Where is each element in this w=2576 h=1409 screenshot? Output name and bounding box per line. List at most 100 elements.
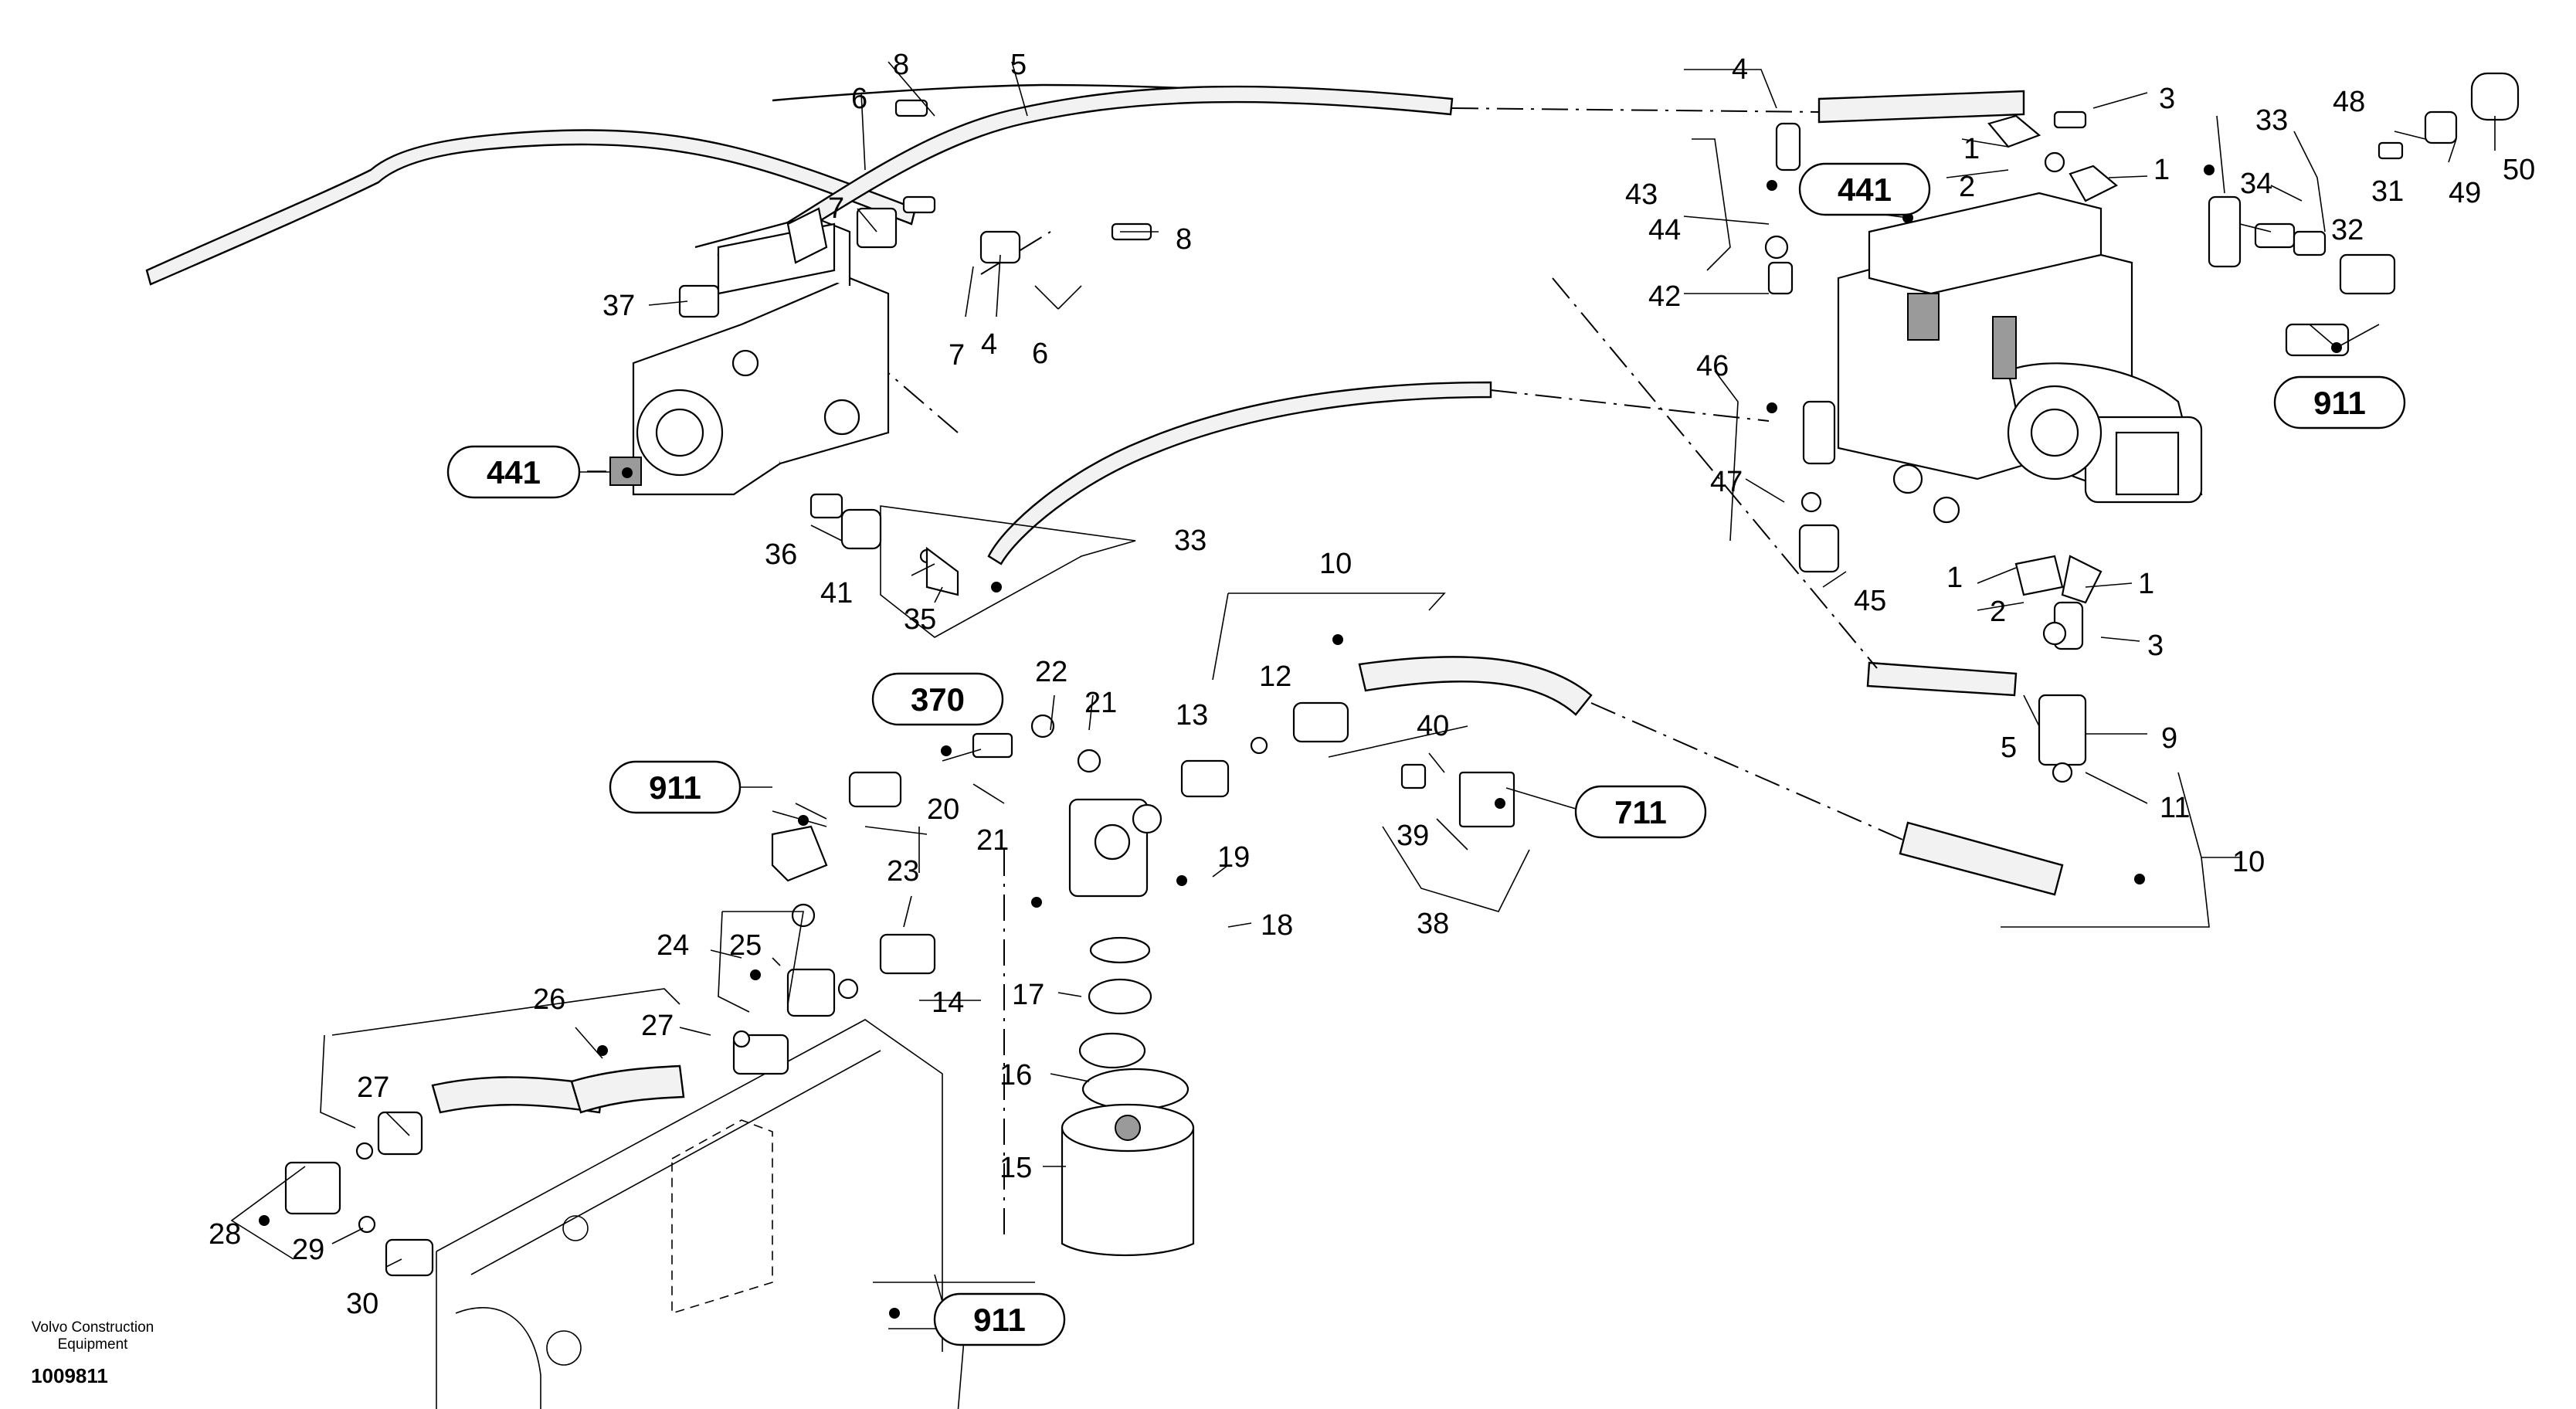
part-labels: 1 1 1 1 2 2 3 3 4 4 5 5 6 6 7 7 8 8 9 10… [209,49,2535,1320]
label-6: 6 [1032,338,1048,370]
footer: Volvo Construction Equipment 1009811 [31,1319,154,1387]
label-4: 4 [1732,53,1748,86]
svg-text:711: 711 [1614,794,1667,830]
label-23: 23 [887,855,919,888]
connector-lines [849,107,1909,1236]
label-29: 29 [292,1234,324,1266]
label-28: 28 [209,1218,241,1251]
label-3: 3 [2159,83,2175,115]
label-43: 43 [1625,178,1658,211]
label-36: 36 [765,538,797,571]
leader-lines [230,61,2496,1409]
svg-text:441: 441 [1838,171,1892,208]
label-30: 30 [346,1288,378,1320]
label-1: 1 [1946,562,1963,594]
hoses [145,83,2064,1114]
ref-711[interactable]: 711 [1574,785,1707,839]
label-13: 13 [1176,699,1208,732]
label-47: 47 [1710,466,1743,498]
label-42: 42 [1648,280,1681,313]
label-1: 1 [2138,568,2154,600]
ref-370[interactable]: 370 [871,672,1004,726]
label-25: 25 [729,929,762,962]
tank [436,1019,943,1409]
label-38: 38 [1417,908,1449,940]
hose-10-mid [1358,656,1593,716]
label-21: 21 [976,824,1009,857]
label-7: 7 [828,192,844,225]
hydraulic-pump-right [1837,192,2203,524]
label-40: 40 [1417,710,1449,742]
label-45: 45 [1854,585,1886,617]
ref-911-left[interactable]: 911 [609,760,772,814]
ref-911-bottom[interactable]: 911 [933,1292,1066,1346]
reference-callouts: 441 441 911 911 911 370 711 [446,162,2406,1346]
label-27: 27 [641,1010,674,1042]
label-24: 24 [657,929,689,962]
company-line-1: Volvo Construction [32,1319,154,1336]
label-41: 41 [820,577,853,609]
label-34: 34 [2240,168,2272,200]
ref-911-right[interactable]: 911 [2273,375,2406,429]
label-11: 11 [2160,792,2190,824]
svg-text:911: 911 [973,1302,1026,1338]
filter-assembly [1061,798,1195,1257]
label-39: 39 [1397,820,1429,852]
label-27: 27 [357,1071,389,1104]
label-8: 8 [893,49,909,81]
label-9: 9 [2161,722,2177,755]
hydraulic-motor-left [609,207,890,496]
label-48: 48 [2333,86,2365,118]
label-20: 20 [927,793,959,826]
label-32: 32 [2331,214,2364,246]
label-35: 35 [904,603,936,636]
label-21: 21 [1084,687,1117,719]
label-4: 4 [981,328,997,361]
label-37: 37 [602,290,635,322]
company-line-2: Equipment [58,1336,129,1353]
label-19: 19 [1217,841,1250,874]
callout-dots [259,165,2342,1319]
ref-441-left[interactable]: 441 [446,445,610,499]
fittings [284,72,2520,1277]
svg-text:911: 911 [2313,385,2366,421]
hose-33 [987,381,1492,565]
label-22: 22 [1035,656,1067,688]
label-8: 8 [1176,223,1192,256]
svg-text:370: 370 [911,681,965,718]
label-7: 7 [949,339,965,372]
label-1: 1 [2153,154,2170,186]
label-16: 16 [1000,1059,1032,1092]
hose-5-lower [1866,661,2018,697]
label-2: 2 [1990,596,2006,628]
label-5: 5 [2001,732,2017,764]
ref-441-right[interactable]: 441 [1798,162,1931,219]
hose-10-right [1899,821,2064,896]
label-33: 33 [1174,525,1207,557]
hose-5-upper [145,129,917,286]
label-2: 2 [1959,171,1975,203]
label-3: 3 [2147,630,2164,662]
hose-26 [431,1076,604,1114]
hose-26b [570,1064,685,1114]
label-1: 1 [1963,133,1980,165]
label-6: 6 [851,83,867,115]
label-49: 49 [2449,177,2481,209]
label-10: 10 [2232,846,2265,878]
hose-4-top [1817,90,2025,124]
figure-id: 1009811 [31,1364,108,1387]
svg-text:911: 911 [649,769,701,806]
label-44: 44 [1648,214,1681,246]
label-14: 14 [932,986,964,1019]
label-10: 10 [1319,548,1352,580]
label-18: 18 [1261,909,1293,942]
label-17: 17 [1012,979,1044,1011]
label-26: 26 [533,983,565,1016]
label-15: 15 [1000,1152,1032,1184]
label-31: 31 [2371,175,2404,208]
label-33: 33 [2255,104,2288,137]
label-5: 5 [1010,49,1027,81]
svg-text:441: 441 [487,454,541,491]
label-46: 46 [1696,350,1729,382]
